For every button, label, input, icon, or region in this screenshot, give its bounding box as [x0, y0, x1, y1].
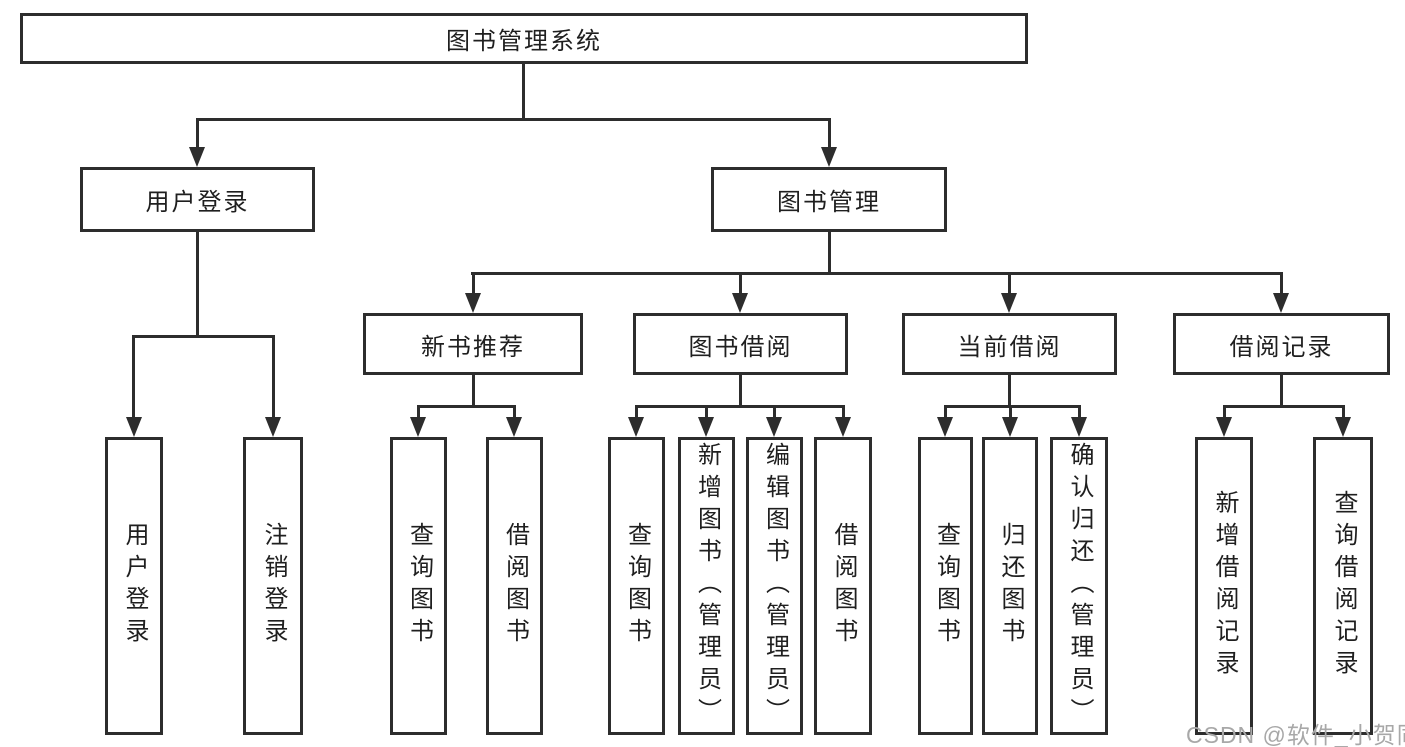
arrow-to-borrowing-records [1273, 293, 1289, 313]
connector-new-book-stem [472, 375, 475, 408]
leaf-add-books-admin: 新增图书（管理员） [678, 437, 735, 735]
connector-current-borrowing-split [944, 405, 1080, 408]
leaf-label: 查询图书 [623, 522, 651, 650]
arrow-to-leaf [1216, 417, 1232, 437]
arrow-to-leaf-logout [265, 417, 281, 437]
connector-stem-book-management [828, 118, 831, 149]
node-label: 图书管理 [777, 189, 881, 216]
leaf-label: 查询图书 [932, 522, 960, 650]
leaf-label: 新增图书（管理员） [693, 442, 721, 730]
arrow-to-leaf [937, 417, 953, 437]
connector-stem-leaf-logout [272, 335, 275, 419]
leaf-query-books-current: 查询图书 [918, 437, 973, 735]
connector-stem-leaf [705, 405, 708, 421]
leaf-label: 新增借阅记录 [1211, 490, 1238, 682]
connector-stem-leaf-user-login [132, 335, 135, 419]
connector-borrowing-records-stem2 [1280, 375, 1283, 408]
connector-stem-leaf [1078, 405, 1081, 421]
leaf-borrow-books-recommendation: 借阅图书 [486, 437, 543, 735]
leaf-query-borrow-record: 查询借阅记录 [1313, 437, 1373, 735]
node-label: 借阅记录 [1229, 333, 1334, 361]
leaf-return-books: 归还图书 [982, 437, 1038, 735]
arrow-to-leaf-user-login [126, 417, 142, 437]
connector-stem-leaf [773, 405, 776, 421]
arrow-to-leaf [410, 417, 426, 437]
arrow-to-book-management [821, 147, 837, 167]
node-borrowing-records: 借阅记录 [1173, 313, 1390, 375]
leaf-label: 借阅图书 [830, 522, 857, 650]
leaf-edit-books-admin: 编辑图书（管理员） [746, 437, 803, 735]
arrow-to-book-borrowing [732, 293, 748, 313]
leaf-label: 确认归还（管理员） [1066, 442, 1093, 730]
connector-new-book-split [417, 405, 516, 408]
connector-borrowing-records-split [1223, 405, 1344, 408]
connector-stem-leaf [1009, 405, 1012, 421]
connector-book-borrowing-stem2 [739, 375, 742, 408]
connector-stem-leaf [417, 405, 420, 421]
connector-root-split [197, 118, 831, 121]
connector-stem-leaf [513, 405, 516, 421]
connector-user-login-stem [196, 232, 199, 335]
connector-book-management-stem [828, 232, 831, 275]
arrow-to-new-book [465, 293, 481, 313]
leaf-label: 编辑图书（管理员） [761, 442, 789, 730]
leaf-confirm-return-admin: 确认归还（管理员） [1050, 437, 1108, 735]
connector-stem-current-borrowing [1008, 272, 1011, 295]
node-new-book-recommendation: 新书推荐 [363, 313, 583, 375]
connector-current-borrowing-stem2 [1008, 375, 1011, 408]
connector-stem-leaf [842, 405, 845, 421]
leaf-label: 用户登录 [121, 522, 148, 650]
connector-user-login-split [132, 335, 274, 338]
node-current-borrowing: 当前借阅 [902, 313, 1117, 375]
leaf-borrow-books-borrowing: 借阅图书 [814, 437, 872, 735]
leaf-query-books-recommendation: 查询图书 [390, 437, 447, 735]
node-label: 当前借阅 [957, 333, 1062, 361]
arrow-to-leaf [766, 417, 782, 437]
leaf-label: 查询图书 [405, 522, 433, 650]
arrow-to-leaf [1335, 417, 1351, 437]
node-library-management-system: 图书管理系统 [20, 13, 1028, 64]
connector-stem-leaf [635, 405, 638, 421]
arrow-to-leaf [506, 417, 522, 437]
connector-stem-new-book [472, 272, 475, 295]
arrow-to-current-borrowing [1001, 293, 1017, 313]
leaf-label: 查询借阅记录 [1330, 490, 1357, 682]
connector-root-stem [522, 64, 525, 118]
leaf-query-books-borrowing: 查询图书 [608, 437, 665, 735]
leaf-label: 归还图书 [997, 522, 1024, 650]
arrow-to-leaf [628, 417, 644, 437]
node-label: 用户登录 [145, 189, 250, 216]
leaf-logout: 注销登录 [243, 437, 303, 735]
node-label: 新书推荐 [421, 333, 525, 361]
connector-book-borrowing-split [635, 405, 844, 408]
connector-stem-user-login [196, 118, 199, 149]
arrow-to-leaf [1002, 417, 1018, 437]
leaf-label: 注销登录 [260, 522, 287, 650]
leaf-add-borrow-record: 新增借阅记录 [1195, 437, 1253, 735]
node-user-login: 用户登录 [80, 167, 315, 232]
node-book-borrowing: 图书借阅 [633, 313, 848, 375]
connector-stem-leaf [1223, 405, 1226, 421]
arrow-to-leaf [698, 417, 714, 437]
connector-stem-borrowing-records [1280, 272, 1283, 295]
node-label: 图书管理系统 [446, 28, 602, 55]
watermark-text: CSDN @软件_小贺同学 [1186, 722, 1405, 747]
connector-stem-leaf [1342, 405, 1345, 421]
leaf-user-login: 用户登录 [105, 437, 163, 735]
node-book-management: 图书管理 [711, 167, 947, 232]
leaf-label: 借阅图书 [501, 522, 529, 650]
connector-stem-book-borrowing [739, 272, 742, 295]
arrow-to-leaf [1071, 417, 1087, 437]
arrow-to-leaf [835, 417, 851, 437]
connector-stem-leaf [944, 405, 947, 421]
arrow-to-user-login [189, 147, 205, 167]
connector-book-management-split [471, 272, 1282, 275]
node-label: 图书借阅 [688, 333, 793, 361]
